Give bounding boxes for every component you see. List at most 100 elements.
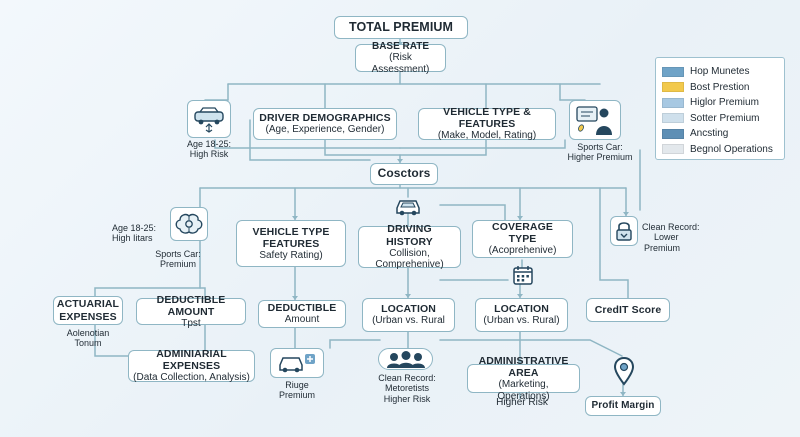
coverage-type-subtitle: (Acoprehenive)	[488, 245, 557, 257]
actuarial-note: Aolenotian Tonum	[55, 328, 121, 349]
administrative-area-node: ADMINISTRATIVE AREA (Marketing, Operatio…	[467, 355, 580, 402]
administrative-area-subtitle: (Marketing, Operations)	[497, 379, 550, 402]
deductible-subtitle: Amount	[284, 314, 320, 326]
location-1-title: LOCATION	[381, 303, 436, 316]
people-group-icon	[378, 348, 433, 370]
legend-swatch	[662, 144, 684, 155]
sports-note-mid-line2: Premium	[159, 259, 196, 270]
driving-history-title: DRIVING HISTORY	[386, 223, 433, 248]
clean-record-right: Clean Record: Lower Premium	[642, 222, 712, 253]
legend-item: Begnol Operations	[662, 142, 778, 158]
age-note-mid: Age 18-25: High Iitars	[112, 223, 172, 244]
legend-swatch	[662, 113, 684, 124]
driver-demographics-node: DRIVER DEMOGRAPHICS (Age, Experience, Ge…	[253, 108, 397, 140]
car-icon	[394, 196, 422, 216]
legend: Hop Munetes Bost Prestion Higlor Premium…	[655, 57, 785, 160]
clean-record-mid-line2: Metoretists	[384, 383, 429, 394]
riuge-note-line1: Riuge	[285, 380, 309, 390]
vehicle-type-features-line2: FEATURES	[262, 237, 320, 250]
legend-item: Sotter Premium	[662, 111, 778, 127]
credit-score-title: CredIT Score	[594, 303, 662, 316]
deductible-amount-node: DEDUCTIBLE AMOUNT Tpst	[136, 294, 246, 329]
driver-demographics-subtitle: (Age, Experience, Gender)	[265, 124, 385, 136]
car-plus-icon	[270, 348, 324, 378]
legend-swatch	[662, 82, 684, 93]
location-1-node: LOCATION (Urban vs. Rural	[362, 298, 455, 332]
cosctors-title: Cosctors	[377, 166, 431, 181]
cosctors-node: Cosctors	[370, 163, 438, 185]
coverage-type-title: COVERAGE TYPE	[492, 221, 553, 246]
car-icon	[187, 100, 231, 138]
clean-record-mid: Clean Record: Metoretists Higher Risk	[370, 373, 444, 404]
coverage-type-node: COVERAGE TYPE (Acoprehenive)	[472, 220, 573, 258]
credit-score-node: CredIT Score	[586, 298, 670, 322]
vehicle-type-features-node: VEHICLE TYPE FEATURES Safety Rating)	[236, 220, 346, 267]
age-note-top-line2: High Risk	[189, 149, 229, 160]
vehicle-type-features-subtitle: Safety Rating)	[259, 249, 323, 261]
age-note-mid-line1: Age 18-25:	[112, 223, 157, 233]
sports-note-top: Sports Car: Higher Premium	[560, 142, 640, 163]
legend-label: Higlor Premium	[690, 97, 759, 109]
admin-expenses-subtitle: (Data Collection, Analysis)	[133, 372, 250, 384]
profit-margin-node: Profit Margin	[585, 396, 661, 416]
vehicle-type-features-top-node: VEHICLE TYPE & FEATURES (Make, Model, Ra…	[418, 106, 556, 142]
actuarial-note-line2: Tonum	[74, 338, 102, 349]
legend-label: Hop Munetes	[690, 66, 750, 78]
clean-record-right-line1: Clean Record:	[642, 222, 700, 232]
legend-item: Ancsting	[662, 126, 778, 142]
location-2-node: LOCATION (Urban vs. Rural)	[475, 298, 568, 332]
clean-record-right-line3: Premium	[644, 242, 681, 253]
person-screen-icon	[569, 100, 621, 140]
admin-expenses-title: ADMINIARIAL EXPENSES	[156, 348, 227, 373]
base-rate-title: BASE RATE	[371, 40, 430, 52]
vehicle-type-features-top-subtitle: (Make, Model, Rating)	[437, 130, 537, 142]
brain-icon	[170, 207, 208, 241]
legend-swatch	[662, 128, 684, 139]
age-note-top-line1: Age 18-25:	[186, 139, 232, 149]
actuarial-expenses-node: ACTUARIAL EXPENSES	[53, 296, 123, 325]
sports-note-mid-line1: Sports Car:	[155, 249, 201, 259]
sports-note-top-line2: Higher Premium	[567, 152, 633, 163]
calendar-icon	[512, 264, 534, 286]
sports-note-top-line1: Sports Car:	[577, 142, 623, 152]
legend-item: Higlor Premium	[662, 95, 778, 111]
location-2-title: LOCATION	[494, 303, 549, 316]
legend-swatch	[662, 97, 684, 108]
clean-record-mid-line1: Clean Record:	[378, 373, 436, 383]
riuge-note: Riuge Premium	[268, 380, 326, 401]
base-rate-subtitle: (Risk Assessment)	[371, 52, 430, 75]
vehicle-type-features-top-title: VEHICLE TYPE & FEATURES	[443, 106, 531, 131]
location-2-subtitle: (Urban vs. Rural)	[483, 315, 560, 327]
actuarial-note-line1: Aolenotian	[66, 328, 110, 338]
riuge-note-line2: Premium	[278, 390, 315, 401]
legend-item: Bost Prestion	[662, 80, 778, 96]
deductible-amount-subtitle: Tpst	[181, 317, 201, 329]
legend-label: Begnol Operations	[690, 143, 773, 155]
legend-swatch	[662, 66, 684, 77]
driving-history-sub2: Comprehenive)	[375, 259, 444, 271]
age-note-top: Age 18-25: High Risk	[178, 139, 240, 160]
clean-record-mid-line3: Higher Risk	[383, 393, 431, 404]
location-pin-icon	[612, 356, 636, 386]
legend-label: Ancsting	[690, 128, 729, 140]
lock-icon	[610, 216, 638, 246]
age-note-mid-line2: High Iitars	[112, 233, 153, 244]
total-premium-title: TOTAL PREMIUM	[348, 20, 454, 35]
driving-history-node: DRIVING HISTORY Collision, Comprehenive)	[358, 223, 461, 271]
higher-risk-label: Higher Risk	[496, 397, 548, 408]
sports-note-mid: Sports Car: Premium	[148, 249, 208, 270]
admin-expenses-node: ADMINIARIAL EXPENSES (Data Collection, A…	[128, 348, 255, 384]
driver-demographics-title: DRIVER DEMOGRAPHICS	[259, 112, 391, 125]
actuarial-expenses-line1: ACTUARIAL	[56, 298, 120, 311]
driving-history-sub1: Collision,	[389, 247, 430, 259]
clean-record-right-line2: Lower	[654, 232, 679, 243]
deductible-node: DEDUCTIBLE Amount	[258, 300, 346, 328]
legend-item: Hop Munetes	[662, 64, 778, 80]
administrative-area-title: ADMINISTRATIVE AREA	[478, 354, 569, 379]
location-1-subtitle: (Urban vs. Rural	[372, 315, 445, 327]
legend-label: Bost Prestion	[690, 81, 750, 93]
deductible-amount-title: DEDUCTIBLE AMOUNT	[156, 293, 226, 318]
legend-label: Sotter Premium	[690, 112, 760, 124]
total-premium-node: TOTAL PREMIUM	[334, 16, 468, 39]
